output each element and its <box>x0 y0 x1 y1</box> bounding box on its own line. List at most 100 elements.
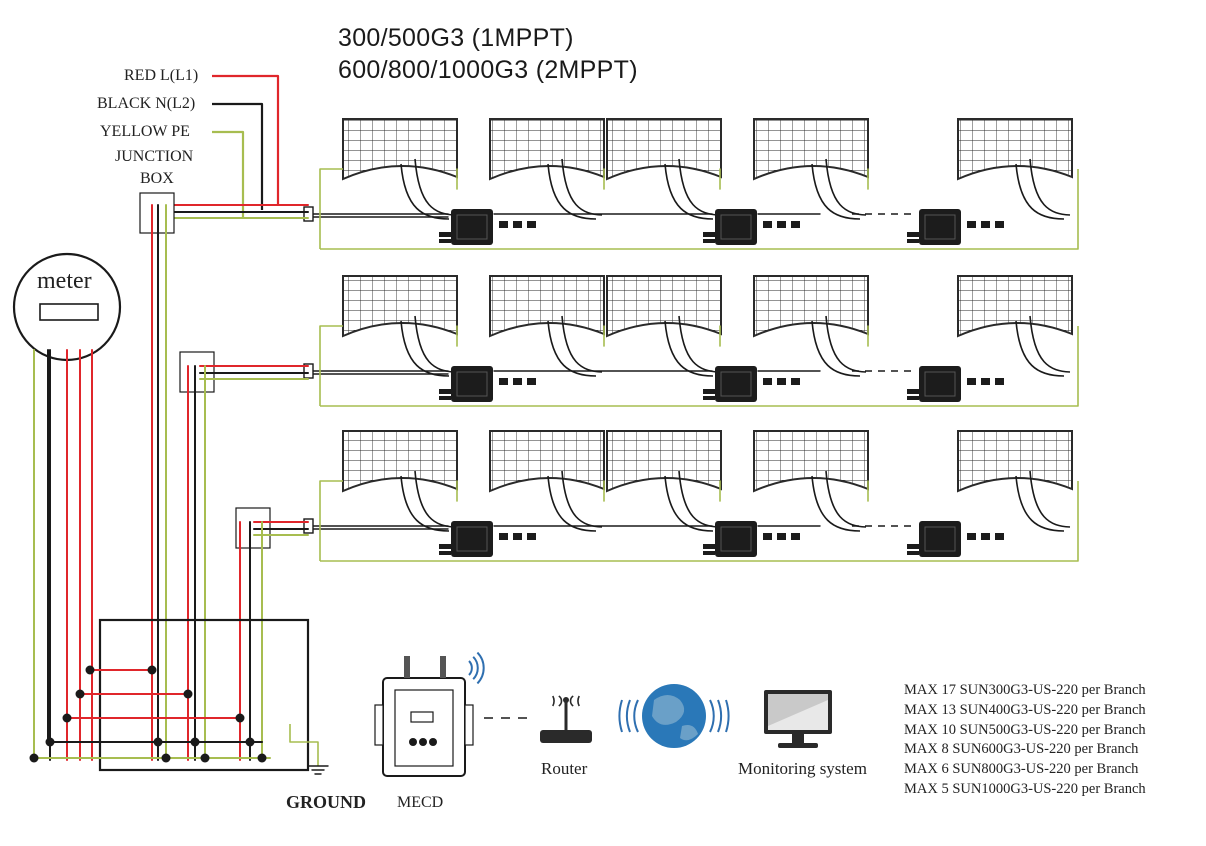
terminal-dot <box>257 753 267 763</box>
title-line-1: 300/500G3 (1MPPT) <box>338 24 574 52</box>
mecd-mount <box>374 704 384 746</box>
inverter-connector <box>907 239 919 243</box>
ground-label: GROUND <box>286 792 366 812</box>
yellow-wire-label: YELLOW PE <box>100 123 190 140</box>
ground-wire <box>320 169 1079 250</box>
inverter-connector <box>907 232 919 237</box>
inverter-connector <box>703 232 715 237</box>
inverter-fins <box>924 214 956 240</box>
dc-connector <box>981 533 990 540</box>
ground-wire <box>319 480 343 561</box>
black-wire <box>212 102 264 210</box>
yellow-wire <box>212 130 245 218</box>
inverter-fins <box>456 214 488 240</box>
trunk-end-cap <box>303 363 314 379</box>
inverter-connector <box>703 239 715 243</box>
router-signal <box>552 695 555 707</box>
dc-connector <box>995 378 1004 385</box>
inverter-fins <box>924 371 956 397</box>
mecd-panel <box>394 689 454 767</box>
trunk-end-cap <box>303 206 314 222</box>
inverter-connector <box>907 544 919 549</box>
monitor-stand <box>778 743 818 748</box>
dc-connector <box>967 378 976 385</box>
mecd-screen <box>410 711 434 723</box>
dc-connector <box>763 533 772 540</box>
dc-connector <box>777 221 786 228</box>
dc-connector <box>967 221 976 228</box>
limit-line: MAX 13 SUN400G3-US-220 per Branch <box>904 701 1146 718</box>
panel-cable <box>811 475 861 532</box>
panel-face <box>489 118 605 181</box>
solar-panel <box>342 118 458 220</box>
dc-connector <box>513 378 522 385</box>
microinverter <box>439 521 536 557</box>
solar-panel <box>606 430 722 532</box>
dc-connector <box>499 533 508 540</box>
panel-cable <box>678 470 720 528</box>
panel-face <box>606 118 722 181</box>
globe-signal-right <box>725 699 730 733</box>
microinverter <box>907 209 1004 245</box>
junction-box-label-2: BOX <box>140 170 174 187</box>
inverter-connector <box>703 396 715 400</box>
solar-panel <box>753 275 869 377</box>
dc-connector <box>777 378 786 385</box>
terminal-dot <box>85 665 95 675</box>
dc-connector <box>513 533 522 540</box>
solar-panel <box>957 430 1073 532</box>
inverter-body <box>451 366 493 402</box>
solar-panel <box>606 275 722 377</box>
monitoring-label: Monitoring system <box>738 759 867 778</box>
panel-cable <box>825 158 867 216</box>
trunk-end-cap <box>303 518 314 534</box>
globe-signal-right <box>717 699 723 733</box>
panel-face <box>957 430 1073 493</box>
panel-cable <box>400 475 450 532</box>
solar-panel <box>489 430 605 532</box>
ground-wire <box>319 168 343 249</box>
terminal-dot <box>147 665 157 675</box>
pv-branch-row <box>303 118 1079 250</box>
globe-signal-left <box>633 699 639 733</box>
router-signal <box>569 695 574 707</box>
inverter-body <box>919 521 961 557</box>
inverter-fins <box>720 214 752 240</box>
solar-panel <box>606 118 722 220</box>
panel-face <box>489 430 605 493</box>
dc-connector <box>527 221 536 228</box>
limit-line: MAX 17 SUN300G3-US-220 per Branch <box>904 682 1146 698</box>
panel-face <box>342 118 458 181</box>
panel-face <box>606 430 722 493</box>
panel-cable <box>547 475 597 532</box>
router-label: Router <box>541 759 588 778</box>
red-wire-label: RED L(L1) <box>124 67 199 84</box>
inverter-connector <box>439 396 451 400</box>
inverter-connector <box>439 544 451 549</box>
panel-cable <box>1029 158 1071 216</box>
globe-land <box>652 695 685 725</box>
panel-cable <box>678 158 720 216</box>
ground-wire <box>319 325 343 406</box>
branch-limits: MAX 17 SUN300G3-US-220 per Branch MAX 13… <box>904 681 1146 800</box>
solar-panel <box>489 275 605 377</box>
inverter-body <box>451 521 493 557</box>
terminal-dot <box>75 689 85 699</box>
limit-line: MAX 6 SUN800G3-US-220 per Branch <box>904 761 1139 778</box>
terminal-dot <box>62 713 72 723</box>
meter-label: meter <box>37 268 92 294</box>
ground-wire <box>320 481 1079 562</box>
inverter-fins <box>456 371 488 397</box>
panel-cable <box>1015 320 1065 377</box>
mecd-button <box>429 738 437 746</box>
mecd-button <box>409 738 417 746</box>
terminal-dot <box>200 753 210 763</box>
junction-box-label: JUNCTION <box>115 148 194 165</box>
internet-globe-icon <box>618 684 730 748</box>
solar-panel <box>957 275 1073 377</box>
limit-line: MAX 5 SUN1000G3-US-220 per Branch <box>904 780 1146 797</box>
mecd-button <box>419 738 427 746</box>
solar-panel <box>342 275 458 377</box>
dc-connector <box>981 221 990 228</box>
panel-face <box>342 275 458 338</box>
